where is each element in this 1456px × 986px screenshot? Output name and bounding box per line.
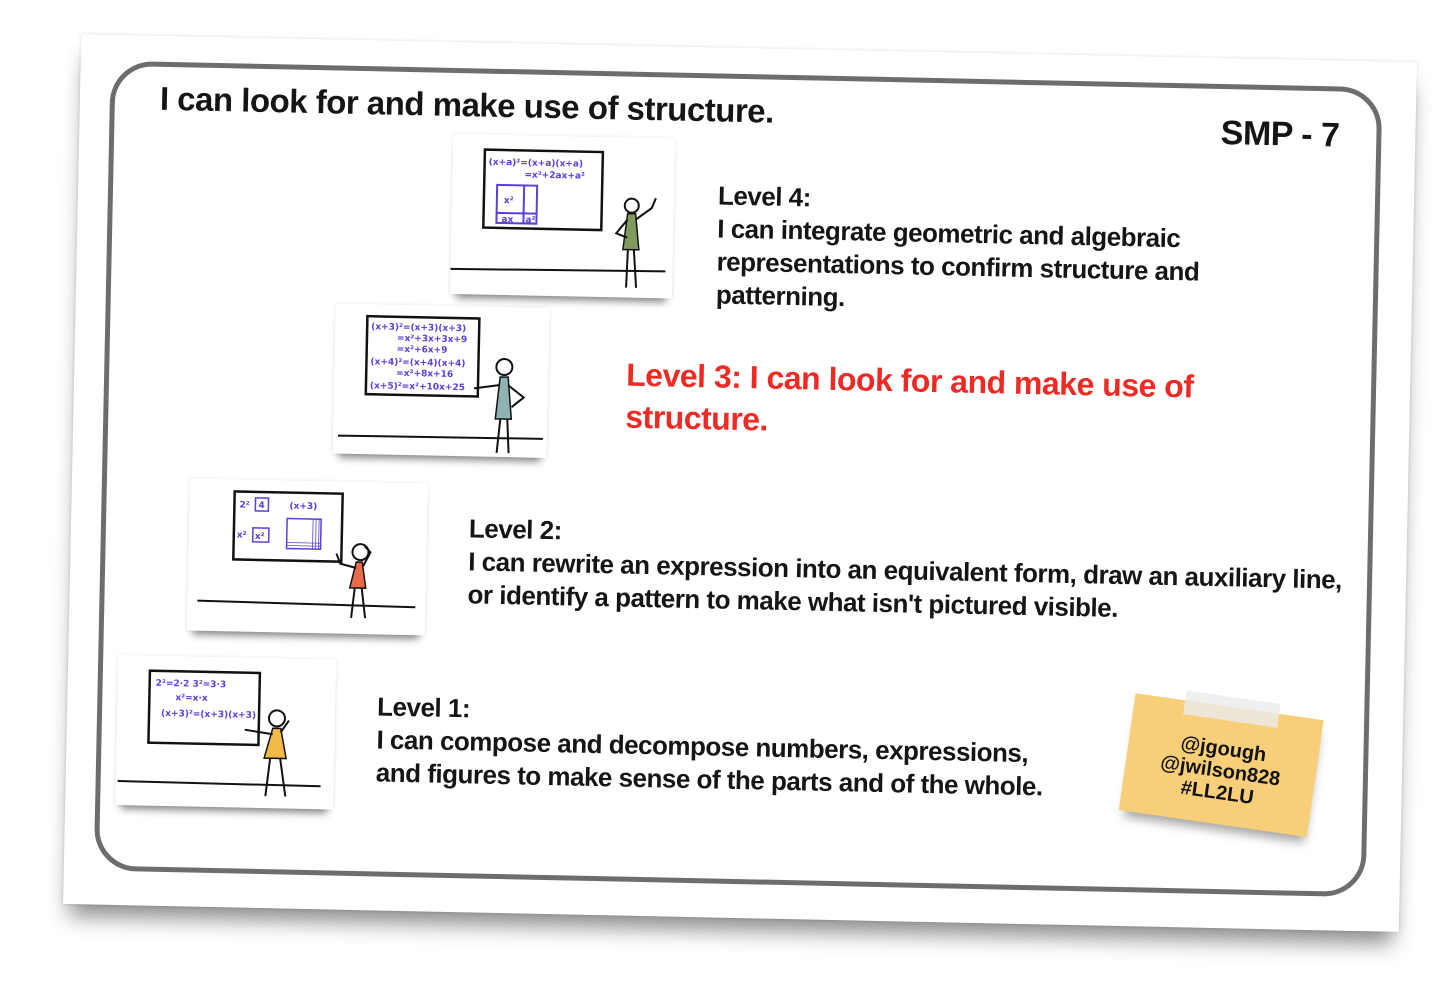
board-eq: a²: [525, 215, 535, 225]
board-eq: (x+3)²=(x+3)(x+3): [161, 709, 256, 721]
board-eq: (x+5)²=x²+10x+25: [370, 381, 465, 393]
level-3: Level 3: I can look for and make use of …: [625, 354, 1267, 451]
level-4-text: I can integrate geometric and algebraic …: [715, 213, 1200, 313]
board-eq: x²=x·x: [175, 693, 208, 704]
board-eq: (x+a)²=(x+a)(x+a): [489, 158, 584, 170]
level-3-illustration: (x+3)²=(x+3)(x+3) =x²+3x+3x+9 =x²+6x+9 (…: [332, 303, 550, 458]
board-eq: (x+4)²=(x+4)(x+4): [370, 357, 465, 369]
level-3-heading: Level 3:: [625, 356, 742, 396]
level-4: Level 4: I can integrate geometric and a…: [716, 179, 1259, 322]
board-eq: =x²+8x+16: [396, 369, 453, 380]
board-eq: =x²+3x+3x+9: [397, 334, 468, 345]
board-eq: x²: [255, 532, 265, 542]
level-2-illustration: 2² 4 (x+3) x² x²: [186, 478, 428, 636]
level-1: Level 1: I can compose and decompose num…: [376, 690, 1078, 804]
board-eq: (x+3)²=(x+3)(x+3): [371, 322, 466, 334]
board-eq: =x²+2ax+a²: [524, 170, 585, 181]
level-2: Level 2: I can rewrite an expression int…: [467, 512, 1349, 629]
board-eq: 2²: [239, 501, 249, 511]
smp-tag: SMP - 7: [1220, 113, 1340, 155]
smp7-card: I can look for and make use of structure…: [63, 34, 1417, 932]
board-eq: x²: [237, 530, 247, 540]
board-eq: ax: [501, 215, 513, 225]
board-eq: 4: [258, 501, 264, 511]
board-eq: x²: [504, 196, 514, 206]
board-eq: =x²+6x+9: [397, 345, 448, 356]
level-4-illustration: (x+a)²=(x+a)(x+a) =x²+2ax+a² x² ax a²: [449, 133, 676, 299]
board-eq: (x+3): [289, 502, 317, 513]
level-1-illustration: 2²=2·2 3²=3·3 x²=x·x (x+3)²=(x+3)(x+3): [115, 655, 337, 810]
board-eq: 2²=2·2 3²=3·3: [156, 679, 227, 690]
level-1-text: I can compose and decompose numbers, exp…: [375, 724, 1043, 802]
